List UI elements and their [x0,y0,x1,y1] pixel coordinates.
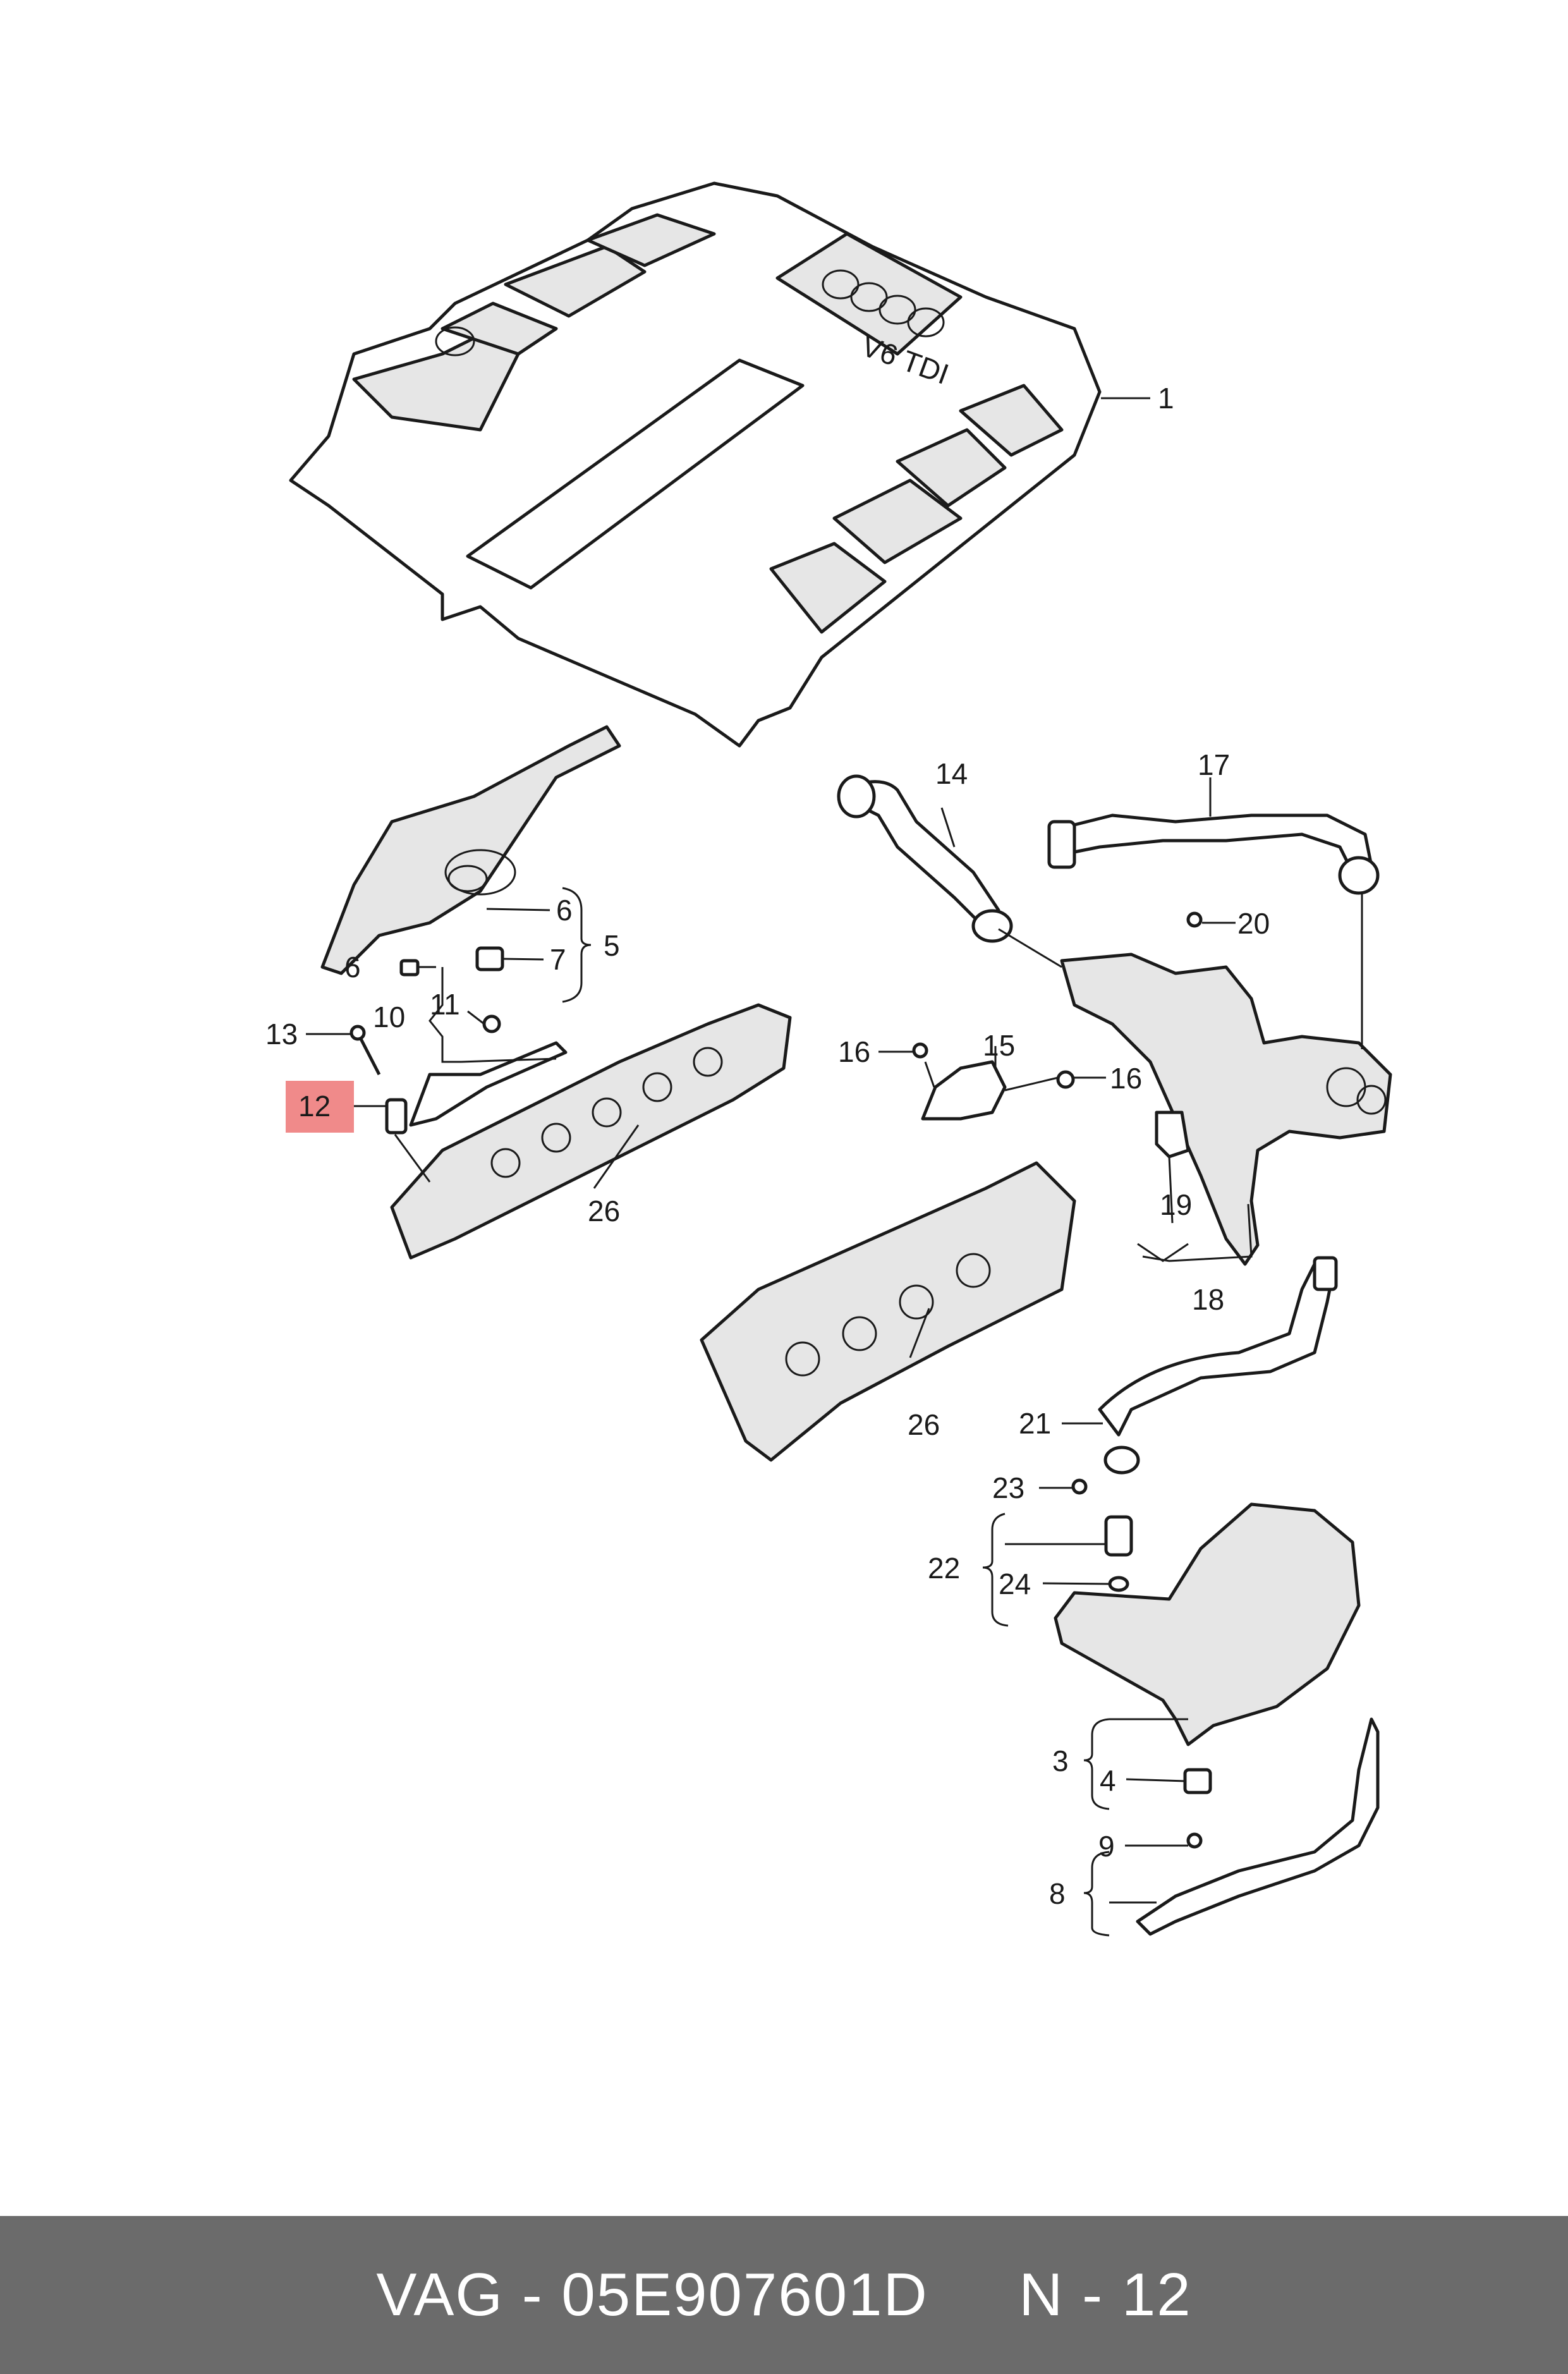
heat-shield-10 [409,1041,568,1127]
grommet-4 [1183,1768,1212,1794]
callout-18: 18 [1192,1283,1224,1316]
callout-10: 10 [373,1001,405,1033]
sleeve-6 [399,959,420,977]
callout-7: 7 [550,943,566,976]
callout-21: 21 [1019,1407,1051,1440]
screw-9 [1186,1832,1203,1849]
footer-brand: VAG [376,2261,504,2328]
callout-24: 24 [999,1567,1031,1600]
callouts: 1 5 6 6 7 10 11 13 12 26 14 17 20 16 15 … [265,382,1270,1910]
bracket-15 [921,1060,1007,1121]
o-ring-24 [1108,1576,1129,1592]
nut-16-right [1056,1070,1075,1089]
cylinder-head-cover-left [390,1003,792,1260]
engine-cover: V6 TDI [289,181,1102,748]
cover-lower-right [1054,1502,1361,1746]
callout-19: 19 [1160,1188,1192,1221]
callout-5: 5 [604,929,620,962]
screw-20 [1186,911,1203,928]
gasket-19 [1155,1111,1190,1159]
callout-3: 3 [1052,1744,1069,1777]
highlight-box-12 [286,1081,354,1133]
callout-17: 17 [1198,748,1230,781]
callout-16-left: 16 [838,1035,870,1068]
oil-separator-18 [1060,953,1392,1266]
footer-position: N - 12 [1019,2261,1192,2328]
cylinder-head-cover-right [700,1161,1076,1462]
diagram-canvas: V6 TDI [265,181,1392,1937]
callout-22: 22 [928,1552,960,1585]
bracket-8 [1136,1717,1380,1936]
callout-8: 8 [1049,1877,1066,1910]
callout-26-right: 26 [908,1408,940,1441]
callout-11: 11 [430,988,460,1021]
callout-26-left: 26 [588,1195,620,1227]
callout-12: 12 [298,1090,331,1123]
footer-text: VAG - 05E907601D N - 12 [376,2261,1192,2328]
screw-23 [1071,1478,1088,1495]
screw-11 [482,1014,501,1033]
callout-16-right: 16 [1110,1062,1142,1095]
hose-14 [837,774,1013,943]
callout-20: 20 [1237,907,1270,940]
bolt-13 [349,1025,381,1076]
hose-17 [1047,813,1380,895]
sensor-12 [385,1098,408,1135]
callout-15: 15 [983,1029,1015,1062]
screw-16-left [912,1042,928,1059]
callout-1: 1 [1158,382,1174,415]
callout-6-lower: 6 [344,951,361,983]
valve-22 [1104,1515,1133,1557]
callout-23: 23 [992,1471,1024,1504]
callout-13: 13 [265,1018,298,1050]
callout-14: 14 [935,757,968,790]
exploded-parts-diagram: V6 TDI [265,181,1392,1937]
callout-9: 9 [1098,1830,1115,1863]
callout-4: 4 [1100,1764,1116,1797]
grommet-7 [475,946,504,971]
footer-bar: VAG - 05E907601D N - 12 [0,2216,1568,2374]
footer-part-number: 05E907601D [561,2261,928,2328]
leader-lines [306,397,1363,1937]
cover-left-bracket [320,725,621,975]
hose-21 [1098,1256,1338,1475]
callout-6-upper: 6 [556,894,573,927]
